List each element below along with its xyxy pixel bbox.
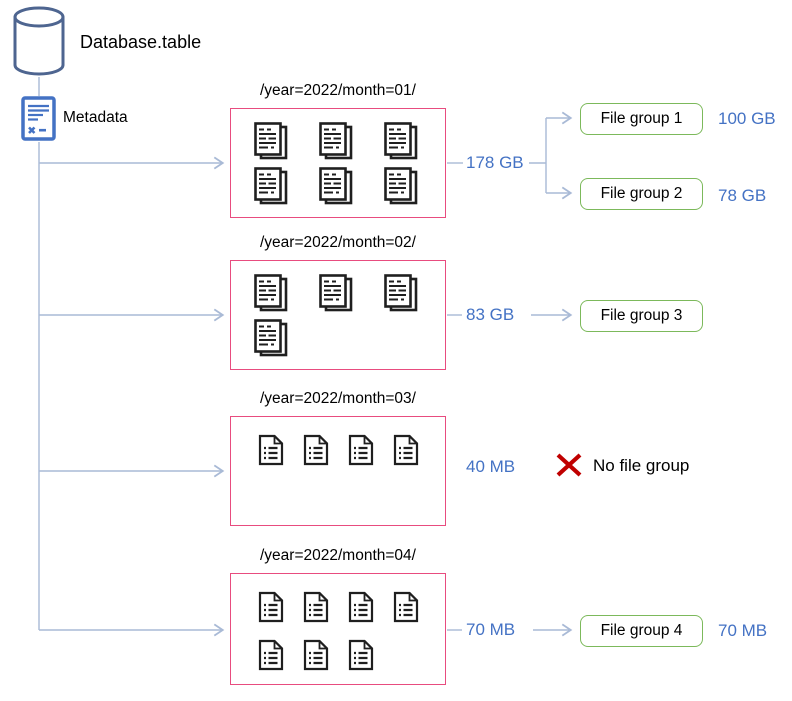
file-group-box: File group 4	[580, 615, 703, 647]
file-group-box: File group 1	[580, 103, 703, 135]
stacked-documents-icon	[254, 122, 288, 160]
stacked-documents-icon	[254, 319, 288, 357]
document-icon	[258, 434, 284, 466]
document-icon	[258, 591, 284, 623]
database-cylinder-icon	[11, 6, 67, 76]
stacked-documents-icon	[254, 167, 288, 205]
stacked-documents-icon	[254, 274, 288, 312]
partition-files	[231, 574, 445, 671]
document-icon	[393, 591, 419, 623]
document-icon	[303, 591, 329, 623]
partition-path-label: /year=2022/month=04/	[260, 547, 416, 564]
partition-box	[230, 573, 446, 685]
stacked-documents-icon	[384, 122, 418, 160]
partition-box	[230, 108, 446, 218]
partition-size-label: 70 MB	[466, 620, 516, 639]
file-group-label: File group 3	[600, 307, 683, 324]
partition-path-label: /year=2022/month=02/	[260, 234, 416, 251]
partition-size-label: 83 GB	[466, 305, 515, 324]
database-table-label: Database.table	[80, 32, 202, 52]
partition-box	[230, 416, 446, 526]
document-icon	[258, 639, 284, 671]
metadata-document-icon	[21, 96, 56, 141]
partition-path-label: /year=2022/month=01/	[260, 82, 416, 99]
partition-path-label: /year=2022/month=03/	[260, 390, 416, 407]
document-icon	[348, 591, 374, 623]
stacked-documents-icon	[319, 122, 353, 160]
document-icon	[348, 639, 374, 671]
document-icon	[303, 434, 329, 466]
document-icon	[303, 639, 329, 671]
partition-box	[230, 260, 446, 370]
partition-size-label: 40 MB	[466, 457, 516, 476]
file-group-size-label: 100 GB	[718, 109, 776, 128]
red-x-icon	[556, 453, 582, 477]
partition-files	[231, 417, 445, 466]
partition-files	[231, 109, 445, 205]
file-group-size-label: 78 GB	[718, 186, 767, 205]
stacked-documents-icon	[384, 167, 418, 205]
stacked-documents-icon	[384, 274, 418, 312]
file-group-label: File group 4	[600, 622, 683, 639]
metadata-label: Metadata	[63, 109, 128, 126]
document-icon	[393, 434, 419, 466]
stacked-documents-icon	[319, 167, 353, 205]
file-group-label: File group 1	[600, 110, 683, 127]
no-file-group-label: No file group	[593, 456, 690, 475]
document-icon	[348, 434, 374, 466]
file-group-box: File group 3	[580, 300, 703, 332]
file-group-box: File group 2	[580, 178, 703, 210]
file-group-label: File group 2	[600, 185, 683, 202]
partition-size-label: 178 GB	[466, 153, 524, 172]
partition-files	[231, 261, 445, 357]
file-group-size-label: 70 MB	[718, 621, 768, 640]
stacked-documents-icon	[319, 274, 353, 312]
